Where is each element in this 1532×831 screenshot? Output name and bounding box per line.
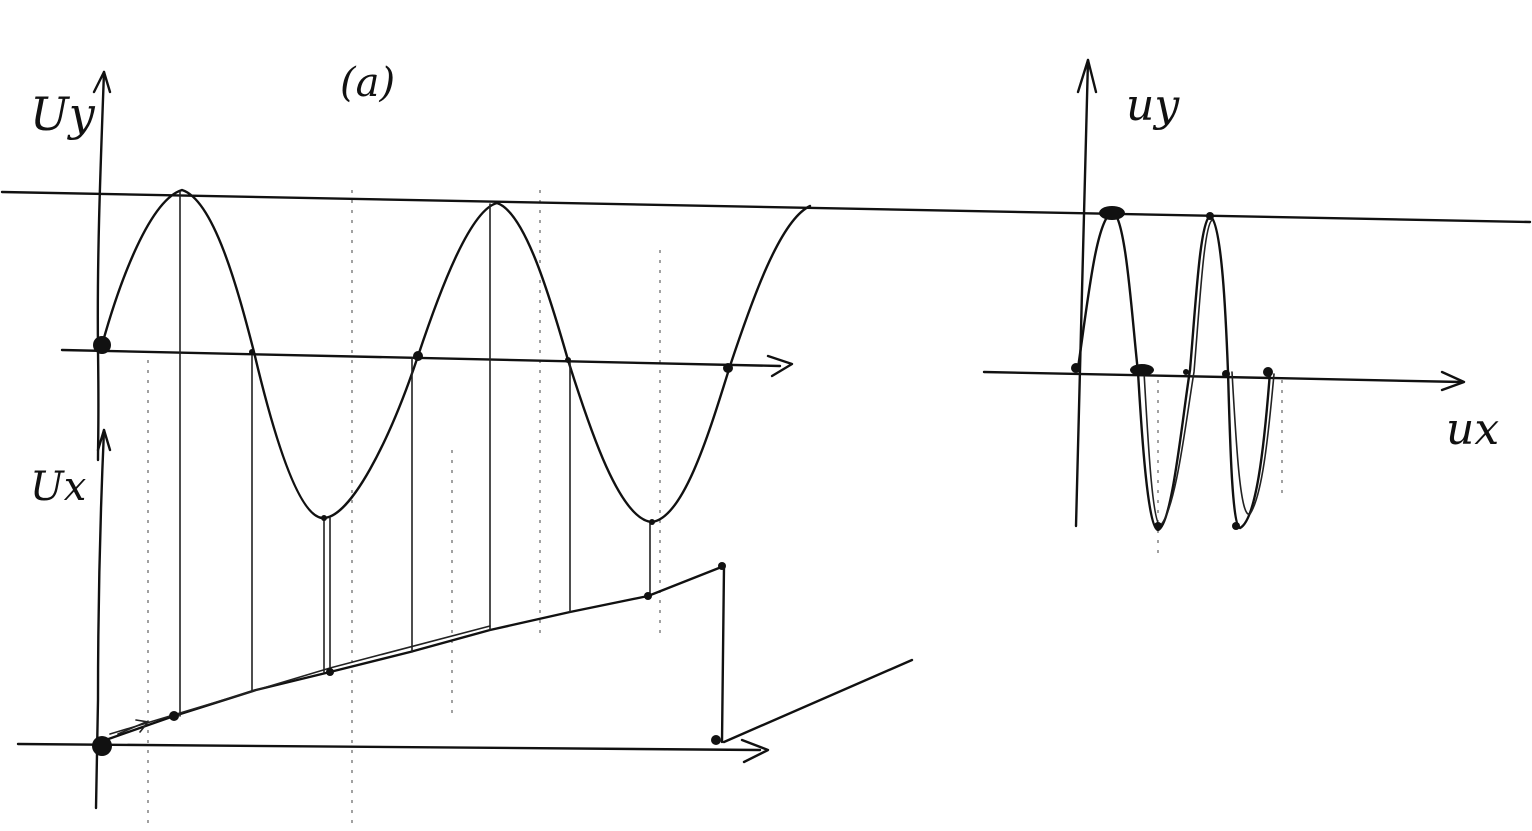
projection-lines [179, 191, 651, 717]
sawtooth-next-ramp [722, 658, 914, 744]
sweep-time-axis [16, 742, 762, 752]
left-sweep-axis-label: Ux [30, 464, 86, 510]
part-label: (a) [340, 60, 395, 106]
right-marker-dots [1071, 206, 1273, 530]
right-x-axis [982, 370, 1464, 384]
sweep-axis-arrowhead [740, 738, 770, 764]
ux-axis-arrowhead [96, 428, 112, 452]
right-x-axis-label: ux [1446, 404, 1499, 455]
left-marker-dots [92, 336, 733, 756]
ramp-start-arrow [117, 719, 150, 735]
uy-axis-arrowhead [92, 70, 112, 94]
xy-trace [1076, 210, 1272, 532]
right-y-axis-label: uy [1126, 80, 1180, 131]
peak-level-line [0, 190, 1532, 224]
right-x-axis-arrowhead [1440, 370, 1466, 392]
sine-wave [100, 188, 812, 524]
right-y-axis [1074, 58, 1090, 528]
right-y-axis-arrowhead [1076, 58, 1098, 94]
time-axis-arrowhead [766, 354, 794, 378]
vertical-guides [147, 190, 1283, 830]
sawtooth-flyback [720, 564, 726, 744]
xy-trace-double-stroke [1143, 219, 1275, 528]
ux-vertical-axis [94, 428, 106, 810]
left-input-axis-label: Uy [30, 87, 96, 141]
uy-vertical-axis [96, 70, 106, 462]
